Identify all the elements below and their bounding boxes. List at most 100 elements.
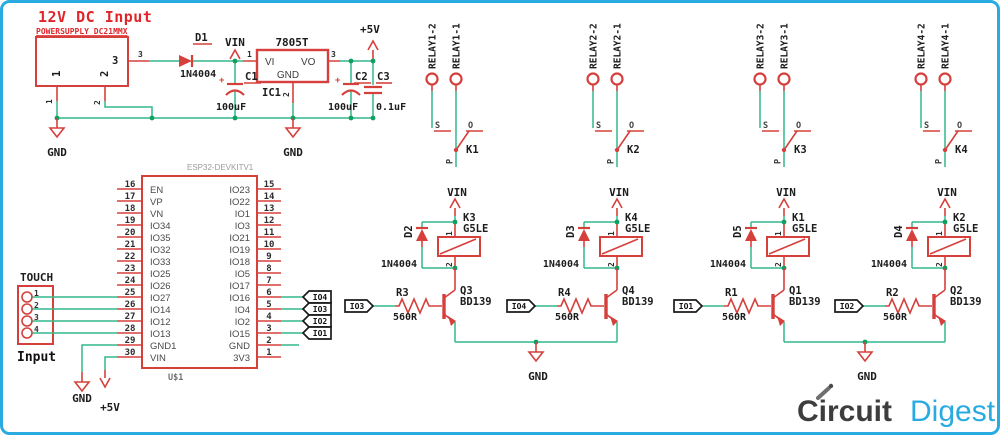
svg-text:22: 22 — [125, 252, 136, 262]
svg-text:IO21: IO21 — [229, 233, 250, 244]
svg-text:21: 21 — [125, 240, 136, 250]
relay-coil-value: G5LE — [625, 223, 650, 235]
resistor-ref: R3 — [396, 287, 409, 299]
relay-terminal-label: RELAY2-2 — [589, 23, 600, 69]
svg-text:IO13: IO13 — [150, 329, 171, 340]
esp32-tag-wires — [281, 296, 303, 346]
svg-text:5: 5 — [266, 300, 271, 310]
svg-text:7: 7 — [266, 276, 271, 286]
svg-text:6: 6 — [266, 288, 271, 298]
logo-text-circuit: Circuit — [797, 395, 892, 428]
svg-text:20: 20 — [125, 228, 136, 238]
relay-connector-1: RELAY1-2 RELAY1-1 S O P K1 — [428, 23, 479, 164]
coil-pin-1: 1 — [445, 231, 454, 236]
svg-text:IO5: IO5 — [235, 269, 250, 280]
svg-text:IO17: IO17 — [229, 281, 250, 292]
relay-terminal-label: RELAY2-1 — [613, 23, 624, 69]
svg-text:VN: VN — [150, 209, 163, 220]
io-input-tag: IO1 — [679, 302, 694, 311]
soldering-iron-icon — [816, 383, 834, 400]
svg-text:IO33: IO33 — [150, 257, 171, 268]
transistor-value: BD139 — [622, 296, 654, 308]
gnd-symbol-esp32 — [74, 371, 90, 392]
relay-connector-3: RELAY3-2 RELAY3-1 S O P K3 — [756, 23, 807, 164]
resistor-value: 560R — [722, 312, 747, 323]
vin-supply-symbol: VIN — [225, 36, 245, 61]
svg-text:14: 14 — [264, 192, 275, 202]
svg-text:27: 27 — [125, 312, 136, 322]
svg-text:16: 16 — [125, 180, 136, 190]
flyback-diode-value: 1N4004 — [381, 259, 417, 270]
touch-connector: TOUCH 1 2 3 4 Input — [17, 271, 117, 365]
svg-text:9: 9 — [266, 252, 271, 262]
c1-ref: C1 — [245, 71, 258, 83]
contact-p: P — [774, 159, 784, 164]
supply-pad-2: 2 — [93, 100, 102, 105]
transistor-ref: Q4 — [622, 285, 635, 297]
coil-pin-1: 1 — [607, 231, 616, 236]
driver-ground-rail-1: GND — [455, 339, 617, 383]
relay-connector-4: RELAY4-2 RELAY4-1 S O P K4 — [917, 23, 968, 164]
svg-text:18: 18 — [125, 204, 136, 214]
touch-title: TOUCH — [20, 271, 53, 284]
capacitor-c3: C3 0.1uF — [364, 61, 406, 118]
flyback-diode-ref: D4 — [893, 225, 905, 238]
relay-coil-ref: K1 — [792, 212, 805, 224]
vin-label: VIN — [225, 36, 245, 49]
relay-terminal-label: RELAY4-1 — [941, 23, 952, 69]
flyback-diode-value: 1N4004 — [710, 259, 746, 270]
relay-coil-ref: K3 — [463, 212, 476, 224]
contact-s: S — [596, 121, 601, 131]
svg-text:15: 15 — [264, 180, 275, 190]
regulator-vo: VO — [301, 57, 316, 68]
transistor-ref: Q1 — [789, 285, 802, 297]
regulator-pin3: 3 — [331, 50, 336, 59]
esp32-io-tags: IO4 IO3 IO2 IO1 — [301, 290, 332, 340]
driver-gnd-label: GND — [857, 370, 877, 383]
plus5v-label: +5V — [360, 23, 380, 36]
svg-text:GND: GND — [229, 341, 250, 352]
driver-vin-label: VIN — [609, 186, 629, 199]
contact-o: O — [468, 121, 473, 131]
io-tag: IO4 — [313, 293, 328, 302]
flyback-diode-ref: D5 — [732, 225, 744, 238]
supply-inner-pin-3: 3 — [112, 55, 118, 67]
svg-text:8: 8 — [266, 264, 271, 274]
regulator-vi: VI — [265, 57, 274, 68]
power-title: 12V DC Input — [38, 8, 152, 26]
diode-d1: D1 1N4004 — [179, 32, 216, 80]
flyback-diode-value: 1N4004 — [871, 259, 907, 270]
driver-ground-rail-2: GND — [784, 339, 945, 383]
circuitdigest-logo: Circuit Digest — [797, 383, 996, 428]
resistor-ref: R2 — [886, 287, 899, 299]
contact-o: O — [629, 121, 634, 131]
flyback-diode-ref: D2 — [403, 225, 415, 238]
contact-p: P — [446, 159, 456, 164]
touch-pin-3: 3 — [34, 313, 39, 322]
contact-s: S — [924, 121, 929, 131]
svg-text:IO19: IO19 — [229, 245, 250, 256]
coil-pin-2: 2 — [935, 262, 944, 267]
regulator-gnd: GND — [277, 70, 299, 81]
coil-pin-2: 2 — [607, 262, 616, 267]
relay-driver-1: VIN K3 G5LE 1 2 D2 1N4004 R3 560R Q3 BD1… — [350, 186, 492, 323]
contact-s: S — [435, 121, 440, 131]
svg-text:IO3: IO3 — [235, 221, 250, 232]
svg-text:IO4: IO4 — [235, 305, 250, 316]
coil-pin-1: 1 — [774, 231, 783, 236]
relay-driver-3: VIN K1 G5LE 1 2 D5 1N4004 R1 560R Q1 BD1… — [679, 186, 821, 323]
transistor-value: BD139 — [789, 296, 821, 308]
svg-text:12: 12 — [264, 216, 275, 226]
contact-p: P — [607, 159, 617, 164]
io-tag: IO3 — [313, 305, 328, 314]
svg-text:IO32: IO32 — [150, 245, 171, 256]
esp32-plus5v-symbol: +5V — [99, 370, 120, 414]
relay-connector-2: RELAY2-2 RELAY2-1 S O P K2 — [589, 23, 640, 164]
svg-text:VP: VP — [150, 197, 163, 208]
relay-terminal-label: RELAY1-2 — [428, 23, 439, 69]
svg-text:3: 3 — [266, 324, 271, 334]
transistor-value: BD139 — [460, 296, 492, 308]
